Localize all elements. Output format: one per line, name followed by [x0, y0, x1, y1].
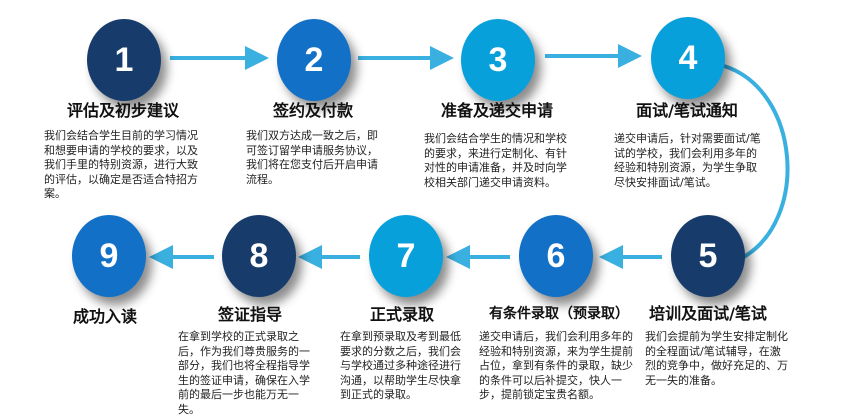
step-8-desc: 在拿到学校的正式录取之后，作为我们尊贵服务的一部分，我们也将全程指导学生的签证申…	[178, 330, 310, 416]
step-7-desc: 在拿到预录取及考到最低要求的分数之后，我们会与学校通过多种途径进行沟通，以帮助学…	[340, 330, 461, 401]
step-2-desc: 我们双方达成一致之后，即可签订留学申请服务协议，我们将在您支付后开启申请流程。	[246, 129, 378, 186]
step-8-title: 签证指导	[217, 305, 283, 324]
step-2-circle: 2	[277, 19, 351, 101]
step-4-desc: 递交申请后，针对需要面试/笔试的学校，我们会利用多年的经验和特别资源，为学生争取…	[614, 132, 761, 189]
step-2-title: 签约及付款	[272, 101, 354, 120]
step-7-circle: 7	[369, 215, 443, 297]
step-5-title: 培训及面试/笔试	[649, 304, 767, 323]
step-5-desc: 我们会提前为学生安排定制化的全程面试/笔试辅导，在激烈的竞争中，做好充足的、万无…	[645, 330, 788, 387]
step-5-circle: 5	[671, 215, 745, 297]
step-6-title: 有条件录取（预录取）	[489, 306, 629, 322]
step-9-circle: 9	[72, 215, 146, 297]
step-1-title: 评估及初步建议	[66, 101, 180, 120]
step-3-desc: 我们会结合学生的情况和学校的要求，来进行定制化、有针对性的申请准备，并及时向学校…	[424, 132, 567, 189]
step-3-circle: 3	[461, 19, 535, 101]
step-4-title: 面试/笔试通知	[636, 101, 738, 120]
step-1-desc: 我们会结合学生目前的学习情况和想要申请的学校的要求，以及我们手里的特别资源，进行…	[44, 129, 198, 200]
step-8-circle: 8	[222, 215, 296, 297]
step-6-desc: 递交申请后，我们会利用多年的经验和特别资源，来为学生提前占位，拿到有条件的录取，…	[479, 330, 633, 401]
step-3-title: 准备及递交申请	[440, 101, 554, 120]
step-9-title: 成功入读	[72, 307, 138, 326]
arrow-4-5-curve	[723, 64, 790, 260]
step-6-circle: 6	[519, 215, 593, 297]
step-7-title: 正式录取	[369, 305, 435, 324]
step-4-circle: 4	[651, 17, 725, 99]
step-1-circle: 1	[87, 19, 161, 101]
